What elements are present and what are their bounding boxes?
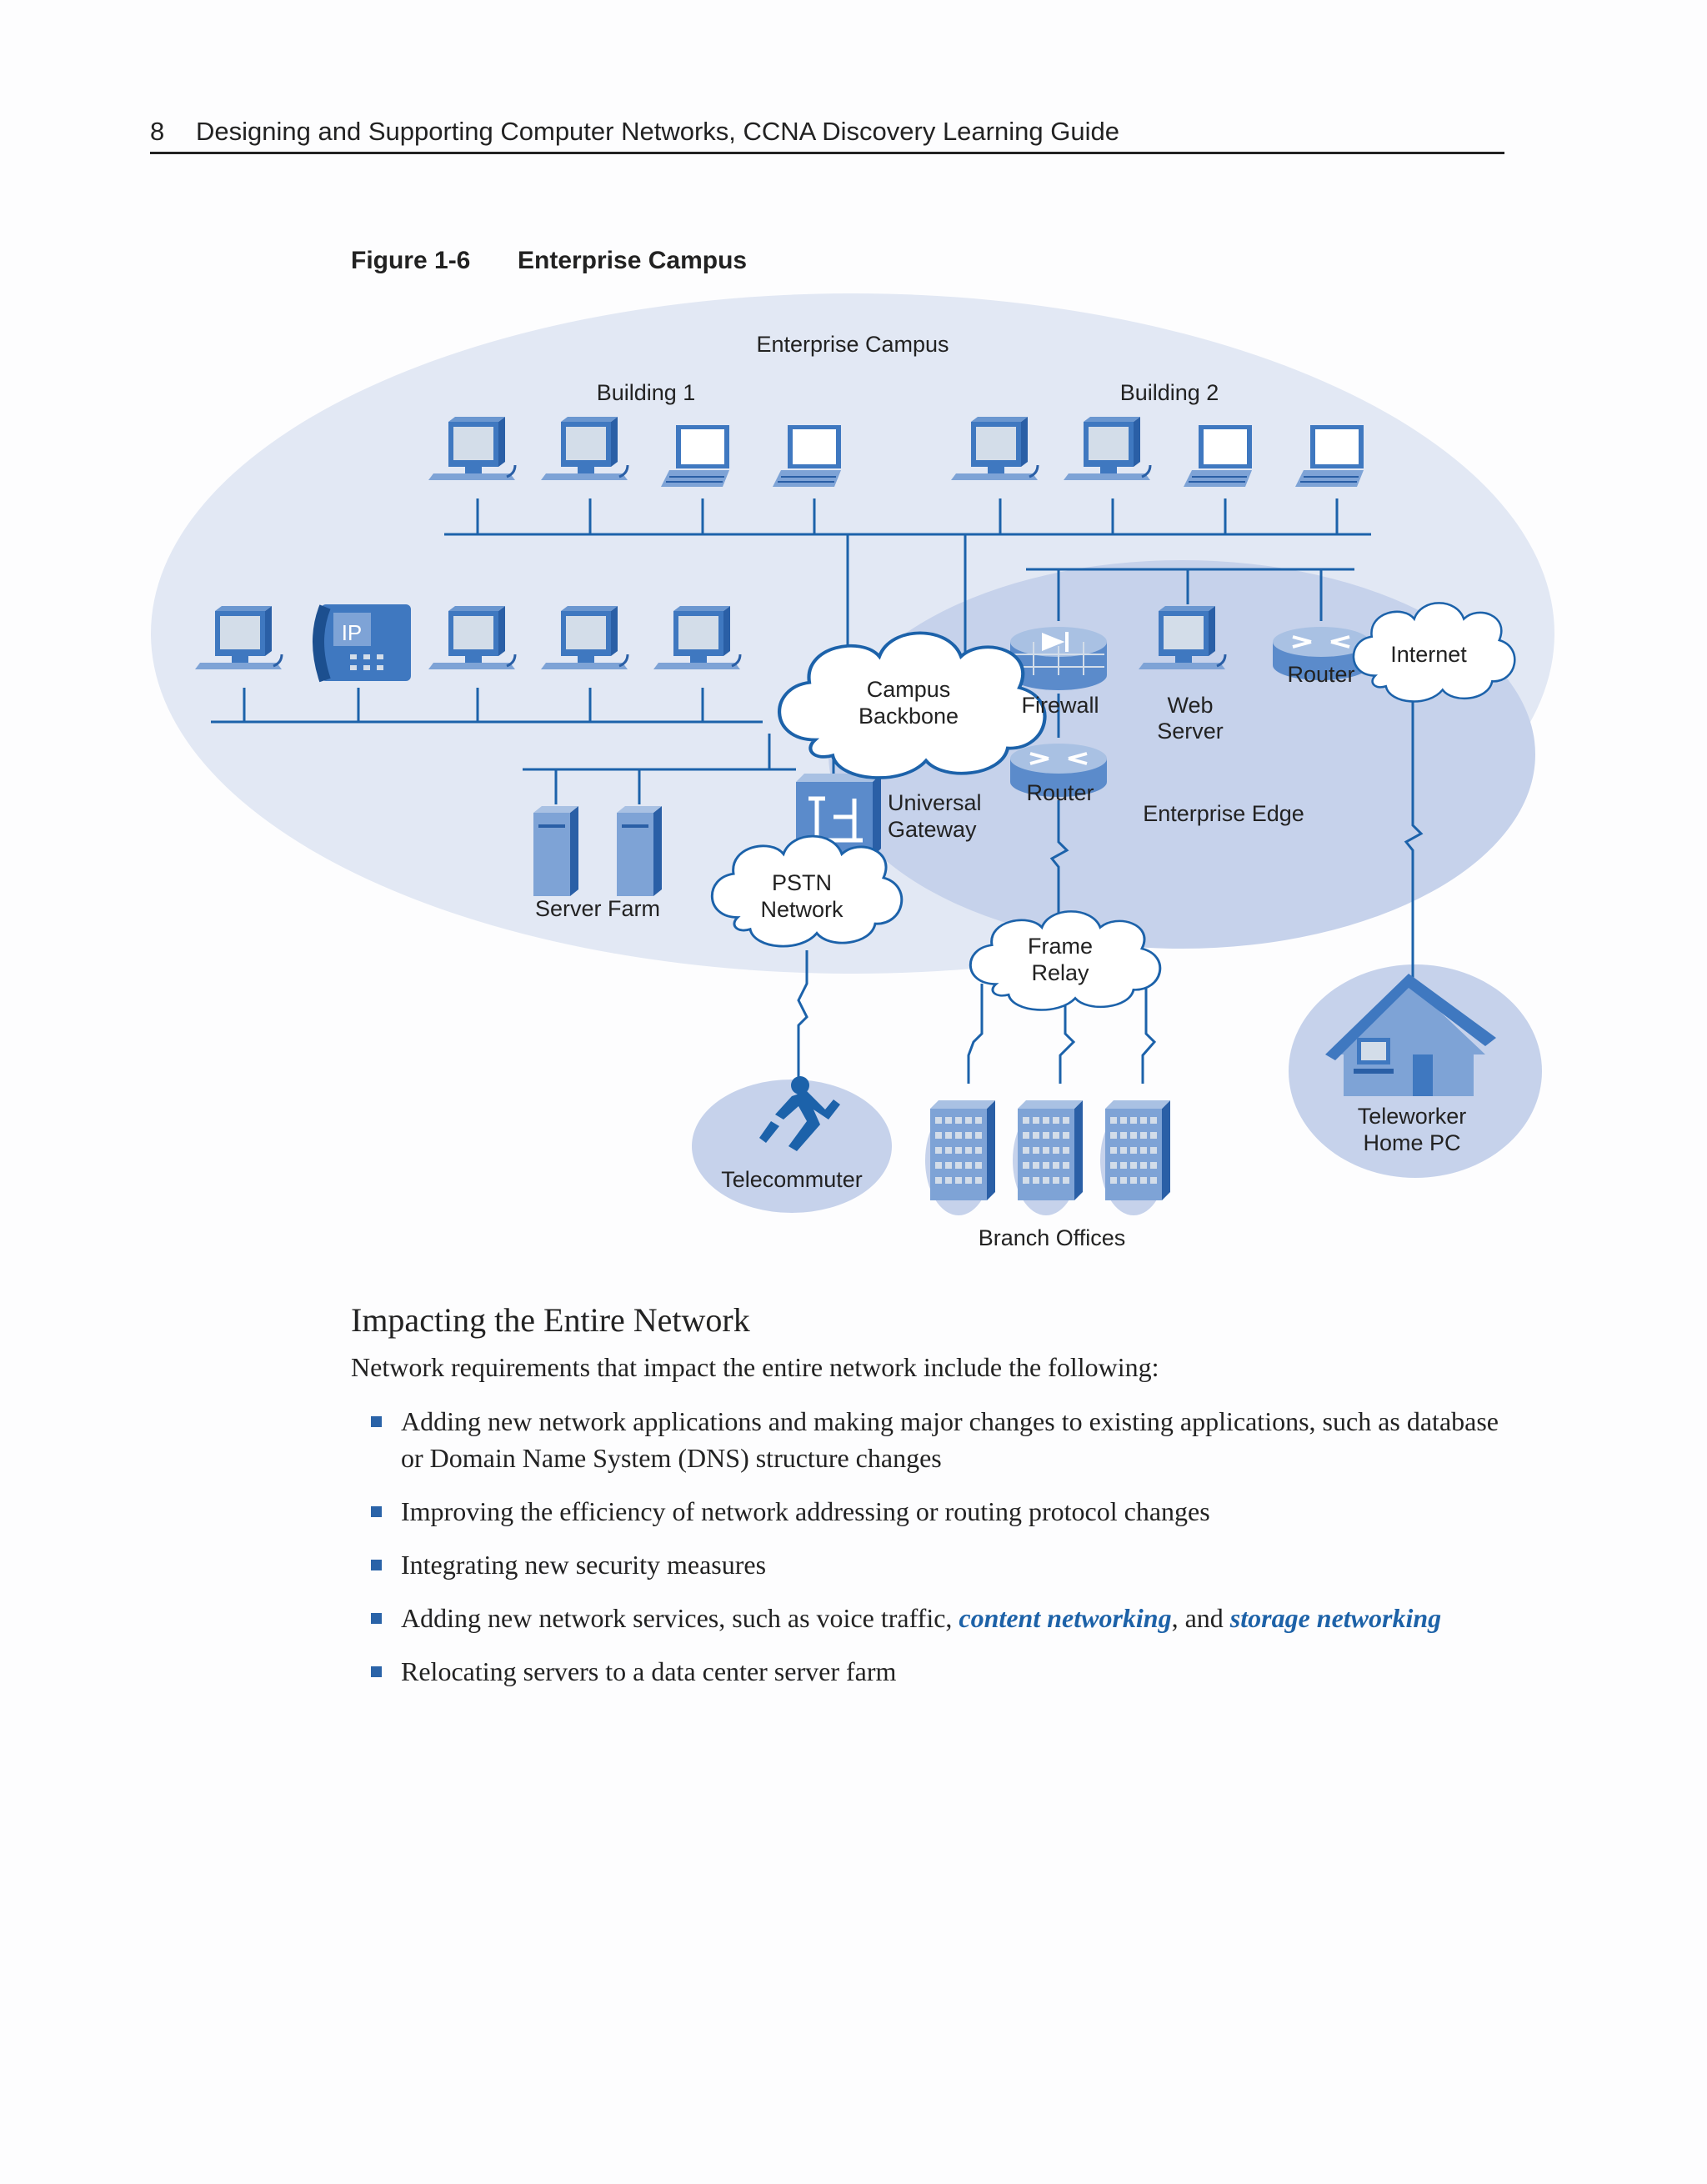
figure-title: Enterprise Campus [518,247,748,274]
label-web-server-1: Web [1167,693,1213,718]
label-teleworker-1: Teleworker [1358,1104,1467,1129]
list-item-text: Adding new network applications and maki… [401,1406,1499,1473]
bullet-square-icon [371,1613,382,1624]
label-campus-backbone-2: Backbone [859,704,959,729]
label-campus-backbone-1: Campus [867,677,951,702]
label-server-farm: Server Farm [535,896,660,921]
ip-badge: IP [342,620,363,645]
ip-phone-icon: IP [313,604,411,683]
teleworker-house-icon [1325,974,1496,1096]
label-universal-gateway-2: Gateway [888,817,977,842]
branch-office-building-3 [1100,1100,1170,1215]
label-frame-relay-2: Relay [1031,960,1089,985]
list-item-text: Relocating servers to a data center serv… [401,1656,897,1686]
bullet-square-icon [371,1416,382,1427]
list-item-text: Improving the efficiency of network addr… [401,1496,1210,1526]
page-header: 8 Designing and Supporting Computer Netw… [150,113,1504,154]
label-branch-offices: Branch Offices [979,1225,1126,1250]
server-farm-server-1 [533,806,578,896]
list-item: Adding new network services, such as voi… [351,1600,1518,1636]
bullet-square-icon [371,1666,382,1677]
telecommuter-running-person-icon [759,1076,840,1151]
requirements-list: Adding new network applications and maki… [351,1403,1518,1706]
list-item: Relocating servers to a data center serv… [351,1653,1518,1690]
section-heading: Impacting the Entire Network [351,1301,750,1339]
branch-office-building-2 [1013,1100,1083,1215]
label-router-mid: Router [1026,780,1094,805]
label-pstn-1: PSTN [772,870,832,895]
list-item: Integrating new security measures [351,1546,1518,1583]
label-firewall: Firewall [1021,693,1099,718]
label-pstn-2: Network [760,897,843,922]
label-enterprise-campus: Enterprise Campus [756,332,949,357]
label-internet: Internet [1390,642,1467,667]
key-term-storage-networking: storage networking [1229,1603,1442,1633]
key-term-content-networking: content networking [959,1603,1172,1633]
server-farm-server-2 [617,806,662,896]
label-teleworker-2: Home PC [1363,1130,1460,1155]
list-item-text: Adding new network services, such as voi… [401,1603,959,1633]
label-universal-gateway-1: Universal [888,790,982,815]
bullet-square-icon [371,1506,382,1517]
bullet-square-icon [371,1560,382,1570]
figure-label: Figure 1-6 [351,247,471,274]
enterprise-campus-diagram: IP [151,293,1554,1250]
running-title: Designing and Supporting Computer Networ… [196,117,1119,146]
branch-office-building-1 [925,1100,995,1215]
list-item-text-mid: , and [1171,1603,1230,1633]
section-intro: Network requirements that impact the ent… [351,1352,1159,1382]
label-building-1: Building 1 [597,380,696,405]
label-web-server-2: Server [1157,719,1224,744]
figure-caption: Figure 1-6 Enterprise Campus [351,247,747,275]
page-number: 8 [150,117,165,146]
list-item: Improving the efficiency of network addr… [351,1493,1518,1530]
list-item-text: Integrating new security measures [401,1550,767,1580]
list-item: Adding new network applications and maki… [351,1403,1518,1476]
label-frame-relay-1: Frame [1028,934,1093,959]
label-router-top: Router [1287,662,1354,687]
label-building-2: Building 2 [1120,380,1219,405]
network-links [211,498,1424,1100]
firewall-icon [1010,627,1107,690]
label-telecommuter: Telecommuter [721,1167,863,1192]
label-enterprise-edge: Enterprise Edge [1143,801,1304,826]
